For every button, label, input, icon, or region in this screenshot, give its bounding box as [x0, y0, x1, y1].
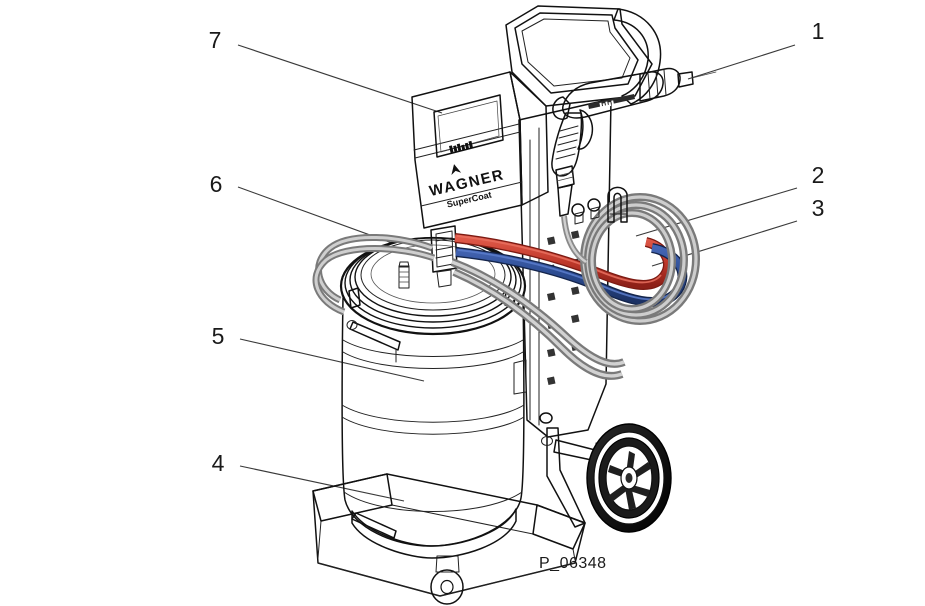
- lid-clamp-left: [348, 287, 361, 309]
- console-seam-lower: [420, 181, 523, 207]
- drum-lower-handle: [351, 512, 397, 539]
- grey-hose-a-hi: [317, 235, 433, 302]
- callout-7: 7: [209, 27, 222, 53]
- gun-body: [562, 71, 664, 119]
- gun-nozzle-tip: [677, 71, 694, 88]
- gun-rear-cap: [552, 96, 571, 120]
- gun-nozzle-ring-1: [647, 72, 651, 100]
- screen-logo-mark: [449, 140, 473, 153]
- callout-2: 2: [812, 162, 825, 188]
- powder-drum: [341, 296, 527, 559]
- pivot-bolt-upper: [539, 412, 553, 424]
- manifold-ridge-2: [435, 246, 453, 251]
- fitting-knob-right: [587, 198, 601, 212]
- gun-strain-relief: [555, 165, 575, 189]
- manifold-stub: [436, 269, 452, 288]
- gun-logo-mark: [599, 100, 615, 108]
- cart-upright-edge: [529, 127, 540, 426]
- gun-trigger: [577, 109, 594, 150]
- manifold-ridge-1: [435, 237, 453, 242]
- manifold-ridge-3: [435, 254, 453, 259]
- grey-hose-sweep-1-hi: [451, 260, 625, 366]
- handle-bar: [613, 8, 662, 105]
- hose-grey-sweep: [450, 258, 626, 380]
- callout-numbers: 7 6 5 4 1 2 3: [209, 18, 825, 476]
- base-tray-right-wall: [532, 504, 586, 550]
- gun-nozzle-ring-2: [655, 70, 659, 98]
- trolley-wheel: [586, 423, 672, 533]
- gun-tail-connector: [557, 184, 573, 217]
- fitting-knob-left: [571, 203, 585, 217]
- figure-caption: P_06348: [539, 555, 607, 572]
- gun-nozzle-ring-3: [663, 69, 667, 96]
- gun-strain-relief-ribs: [556, 171, 574, 182]
- console-side-face: [509, 71, 549, 206]
- drum-band-upper2: [342, 351, 524, 369]
- callout-6: 6: [210, 171, 223, 197]
- fitting-stem-right: [590, 206, 600, 220]
- drum-clamp-pin: [346, 320, 358, 330]
- callout-5: 5: [212, 323, 225, 349]
- gun-hose-hi: [562, 215, 587, 263]
- gun-grip: [551, 112, 583, 177]
- drum-lid: [339, 236, 527, 336]
- caster-hub: [440, 579, 454, 595]
- base-tray-lip: [317, 562, 576, 597]
- callout-1: 1: [812, 18, 825, 44]
- drum-band-upper: [342, 339, 524, 357]
- hopper-top-outer: [505, 5, 653, 107]
- hose-bundle-left: [312, 233, 436, 316]
- wagner-logo-peak-icon: [451, 164, 462, 175]
- leader-lines: [237, 44, 798, 502]
- callout-4: 4: [212, 450, 225, 476]
- base-tray-left-wall: [312, 473, 393, 522]
- drum-clamp-handle: [349, 321, 401, 351]
- wheel-hub-cap: [625, 473, 633, 483]
- drum-band-mid2: [341, 416, 525, 435]
- leader-line-5: [239, 338, 425, 382]
- leader-line-1: [687, 44, 796, 80]
- drum-side-tab: [513, 359, 527, 395]
- drum-band-lower: [343, 491, 523, 512]
- hopper-inner-cavity: [514, 12, 639, 94]
- wagner-logo: WAGNER SuperCoat: [428, 164, 506, 210]
- base-tray-plate: [312, 473, 586, 597]
- leader-line-4: [239, 465, 405, 502]
- hopper-inner-lip: [521, 18, 631, 87]
- gun-spray-axis: [691, 71, 717, 79]
- pivot-bolt-lower: [541, 436, 553, 446]
- drum-band-mid: [341, 404, 525, 423]
- fitting-stem-left: [574, 211, 584, 225]
- coil-hanger-clip: [607, 186, 628, 223]
- spray-gun: [551, 67, 717, 265]
- lid-vent-nipple: [398, 261, 410, 289]
- control-unit: WAGNER SuperCoat: [411, 5, 662, 229]
- callout-3: 3: [812, 195, 825, 221]
- base-tray-assembly: [312, 473, 586, 605]
- caster-wheel: [430, 569, 464, 605]
- leader-line-6: [237, 186, 393, 244]
- gun-nozzle-body: [639, 67, 681, 102]
- leader-line-7: [237, 44, 443, 114]
- hose-red: [454, 234, 672, 289]
- display-screen: [433, 94, 504, 158]
- gun-grip-texture: [555, 125, 579, 160]
- grey-hose-sweep-2-hi: [453, 270, 623, 378]
- drum-foot: [351, 508, 517, 559]
- display-screen-inner: [437, 100, 500, 153]
- grey-hose-b-hi: [314, 247, 435, 314]
